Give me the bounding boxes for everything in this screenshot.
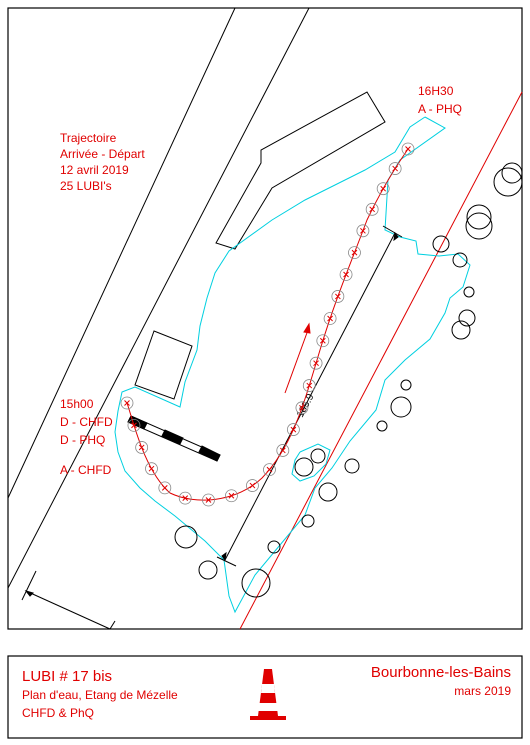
boundary-line — [239, 91, 523, 630]
title-label: LUBI # 17 bis — [22, 668, 112, 685]
lubi-marker — [246, 479, 259, 492]
trajectory-path — [126, 148, 409, 501]
lubi-marker — [120, 396, 134, 410]
arrival-phq-label: A - PHQ — [418, 102, 462, 116]
lubi-marker — [178, 491, 192, 505]
lubi-marker — [388, 162, 402, 175]
note-line-2: Arrivée - Départ — [60, 147, 145, 161]
date-label: mars 2019 — [454, 684, 511, 698]
lubi-marker — [302, 379, 316, 392]
lubi-marker — [263, 463, 276, 477]
lubi-marker — [331, 290, 345, 303]
lubi-marker — [225, 489, 238, 503]
lubi-marker-cross — [279, 447, 286, 454]
lubi-marker-cross — [299, 404, 305, 411]
plan-frame — [7, 7, 523, 630]
lubi-marker — [348, 246, 361, 260]
lubi-marker — [295, 401, 309, 415]
lubi-marker-cross — [327, 315, 333, 322]
subtitle-label: Plan d'eau, Etang de Mézelle — [22, 688, 178, 702]
lubi-marker — [339, 268, 353, 281]
road-edge-line — [7, 7, 236, 499]
lubi-markers — [120, 142, 415, 507]
direction-arrow — [284, 322, 311, 394]
lubi-marker — [309, 356, 323, 370]
note-line-4: 25 LUBI's — [60, 179, 112, 193]
lubi-marker — [276, 444, 290, 457]
lubi-marker-cross — [138, 444, 145, 451]
lubi-marker — [286, 423, 300, 436]
building — [134, 330, 193, 400]
lubi-marker — [158, 481, 172, 495]
lubi-marker — [135, 441, 149, 454]
lubi-marker — [323, 312, 337, 325]
end-time-label: 16H30 — [418, 84, 454, 98]
title-block: LUBI # 17 bis Plan d'eau, Etang de Mézel… — [7, 655, 523, 739]
lubi-marker-cross — [306, 382, 313, 389]
trajectory-note: Trajectoire Arrivée - Départ 12 avril 20… — [60, 131, 145, 193]
start-phq-label: D - PHQ — [60, 433, 105, 447]
title-block-frame — [7, 655, 523, 739]
start-chfd-label: D - CHFD — [60, 415, 113, 429]
lubi-marker-cross — [313, 360, 319, 367]
lubi-marker — [356, 224, 370, 238]
lubi-marker — [376, 182, 390, 196]
lubi-marker — [202, 493, 215, 507]
lubi-marker-cross — [290, 426, 297, 433]
scale-bar — [127, 415, 221, 462]
lubi-marker-cross — [249, 482, 256, 489]
lubi-marker-cross — [161, 485, 168, 491]
lubi-marker-cross — [335, 293, 341, 300]
corner-dimension — [21, 570, 116, 630]
lubi-marker-cross — [351, 249, 358, 256]
lubi-marker-cross — [148, 465, 155, 472]
lubi-marker — [127, 418, 141, 432]
building — [215, 91, 386, 250]
lubi-marker-cross — [392, 165, 398, 172]
shoreline — [114, 116, 471, 614]
lubi-marker-cross — [124, 400, 130, 406]
arrival-chfd-label: A - CHFD — [60, 463, 112, 477]
lubi-marker-cross — [266, 466, 273, 473]
lubi-marker — [365, 202, 379, 216]
lubi-marker-cross — [369, 206, 376, 213]
lubi-marker-cross — [131, 422, 137, 429]
note-line-3: 12 avril 2019 — [60, 163, 129, 177]
authors-label: CHFD & PhQ — [22, 706, 94, 720]
lubi-marker-cross — [360, 227, 366, 234]
lubi-marker-cross — [343, 271, 349, 278]
distance-dimension — [216, 225, 403, 567]
island — [291, 443, 331, 482]
road-edge-line — [7, 7, 310, 589]
location-label: Bourbonne-les-Bains — [371, 664, 511, 681]
lubi-marker-cross — [380, 185, 387, 192]
lubi-marker-cross — [319, 337, 326, 344]
lubi-marker — [401, 142, 415, 156]
start-time-label: 15h00 — [60, 397, 94, 411]
lubi-marker-cross — [205, 497, 212, 503]
note-line-1: Trajectoire — [60, 131, 117, 145]
lubi-marker-cross — [405, 146, 411, 152]
lubi-marker — [145, 462, 158, 476]
trees — [174, 162, 523, 598]
lubi-marker-cross — [182, 495, 189, 502]
lubi-marker-cross — [228, 492, 235, 499]
lubi-marker — [316, 334, 330, 348]
traffic-cone-icon — [250, 669, 286, 720]
